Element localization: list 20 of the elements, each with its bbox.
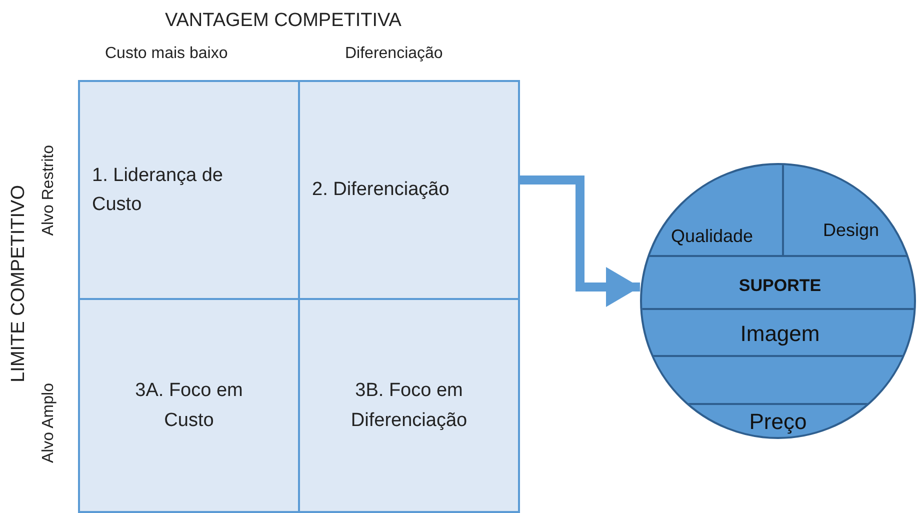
strategy-cell (78, 80, 300, 300)
row-header: Alvo Amplo (40, 383, 58, 464)
node-text: Imagem (740, 321, 820, 347)
node-text: Qualidade (670, 226, 754, 247)
arrow (520, 176, 640, 307)
column-header: Custo mais baixo (105, 45, 228, 63)
column-header: Diferenciação (345, 45, 443, 63)
node-text: SUPORTE (738, 276, 822, 296)
node-text: Preço (749, 409, 807, 435)
axis-title: VANTAGEM COMPETITIVA (165, 10, 402, 32)
node-text: 3A. Foco em Custo (134, 379, 244, 432)
strategy-cell (298, 80, 520, 300)
strategy-cell (78, 298, 300, 513)
node-text: 1. Liderança de Custo (92, 164, 224, 217)
node-text: 2. Diferenciação (312, 178, 450, 202)
strategy-cell (298, 298, 520, 513)
node-text: 3B. Foco em Diferenciação (350, 379, 468, 432)
row-header: Alvo Restrito (40, 145, 58, 236)
axis-title: LIMITE COMPETITIVO (8, 185, 30, 382)
node-text: Design (822, 220, 880, 241)
